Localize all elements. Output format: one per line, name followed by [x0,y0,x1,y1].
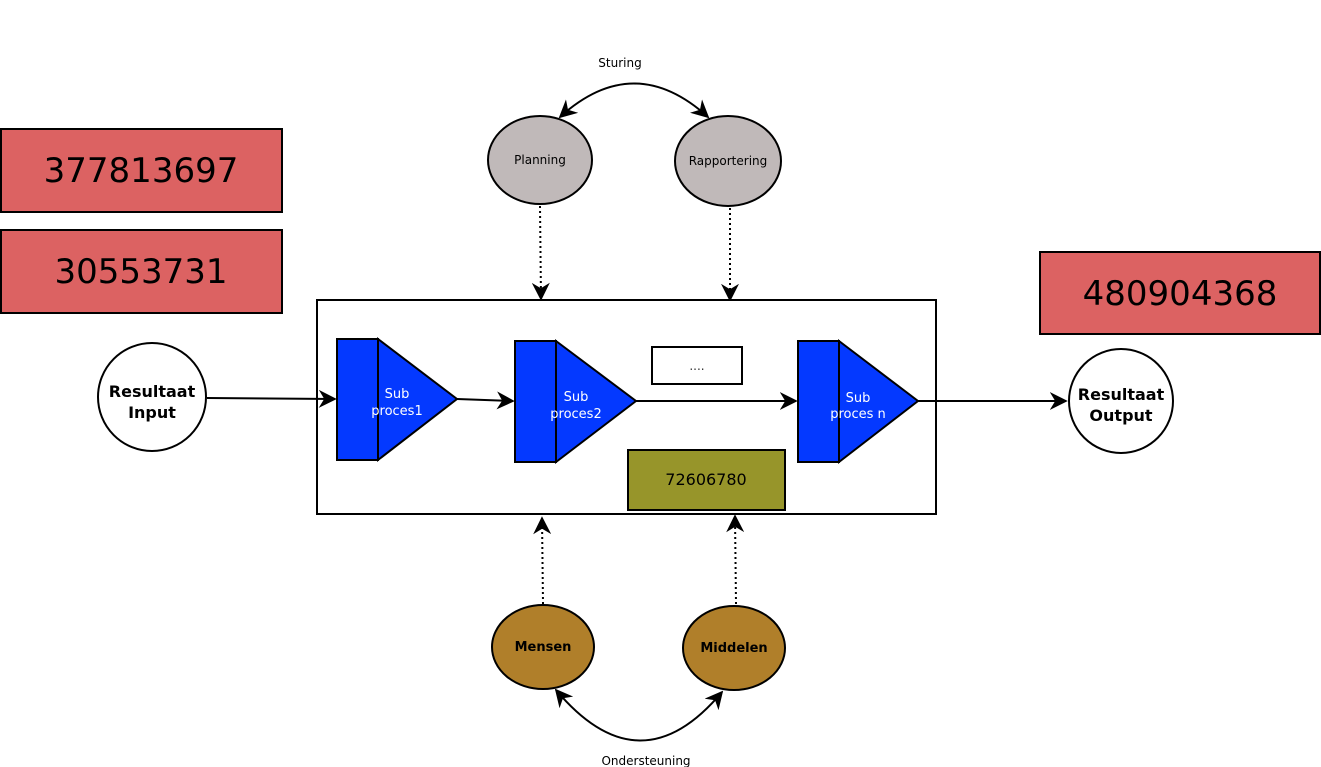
planning-dotted-arrow [531,205,550,301]
number-left-top: 377813697 [44,151,239,191]
output-label-line1: Resultaat [1078,385,1165,404]
number-left-bottom: 30553731 [54,252,227,292]
subprocess-2-line2: proces2 [550,407,601,422]
ondersteuning-label: Ondersteuning [601,754,690,767]
input-to-sub1-arrow [206,389,337,408]
middelen-node: Middelen [682,605,786,691]
rapportering-label: Rapportering [689,154,768,168]
number-box-left-top: 377813697 [0,128,283,213]
resultaat-input-node: Resultaat Input [97,342,207,452]
mensen-dotted-arrow [533,516,552,605]
subprocess-n-line1: Sub [846,391,871,406]
ondersteuning-arrow [554,688,724,742]
sturing-label: Sturing [598,56,641,70]
number-box-center: 72606780 [627,449,786,511]
input-label-line2: Input [128,403,176,422]
planning-node: Planning [487,115,593,205]
middelen-label: Middelen [700,641,767,656]
subprocess-1: Sub proces1 [336,336,459,463]
input-label-line1: Resultaat [109,382,196,401]
output-label-line2: Output [1089,406,1152,425]
subprocess-1-line1: Sub [385,387,410,402]
subprocess-2: Sub proces2 [514,339,638,465]
subprocess-2-line1: Sub [564,390,589,405]
ellipsis-box: .... [651,346,743,385]
number-box-right: 480904368 [1039,251,1321,335]
middelen-dotted-arrow [726,514,745,605]
subprocess-n-line2: proces n [830,407,886,422]
rapportering-node: Rapportering [674,115,782,207]
sturing-arrow [558,82,710,119]
number-center: 72606780 [665,470,746,489]
ellipsis-text: .... [689,359,704,373]
sub1-to-sub2-arrow [456,391,515,410]
planning-label: Planning [514,153,566,167]
resultaat-output-node: Resultaat Output [1068,348,1174,454]
mensen-node: Mensen [491,604,595,690]
number-right: 480904368 [1083,274,1278,314]
number-box-left-bottom: 30553731 [0,229,283,314]
mensen-label: Mensen [515,640,572,655]
subprocess-1-line2: proces1 [371,404,422,419]
subprocess-n: Sub proces n [797,338,920,465]
